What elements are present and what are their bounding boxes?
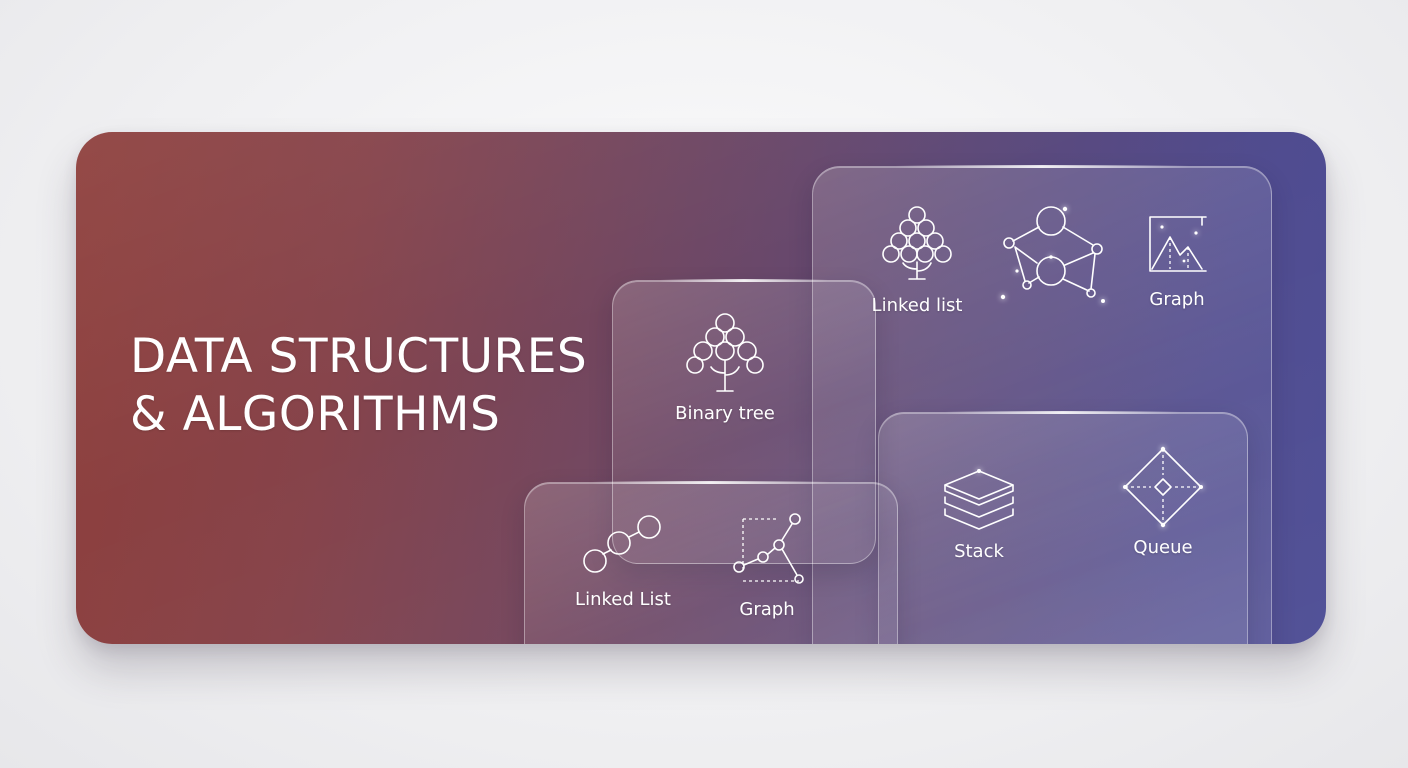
card-item-queue[interactable]: Queue — [1119, 445, 1207, 558]
title-line-2: & ALGORITHMS — [130, 387, 501, 442]
queue-diamond-icon — [1123, 446, 1203, 528]
card-item-graph-bottom[interactable]: Graph — [721, 513, 813, 620]
graph-plot-icon — [733, 513, 804, 584]
card-middle: Binary tree — [612, 279, 876, 564]
card-item-label: Linked List — [575, 589, 671, 610]
card-item-label: Binary tree — [675, 403, 775, 424]
stacked-circles-tree-icon — [882, 206, 952, 280]
title-line-1: DATA STRUCTURES — [130, 329, 588, 384]
card-item-label: Graph — [1149, 289, 1205, 310]
chart-frame-icon — [1149, 216, 1207, 272]
card-bottom-right: Stack Queue — [878, 411, 1248, 644]
stack-layers-icon — [944, 469, 1014, 530]
card-item-linked-list[interactable]: Linked List — [573, 513, 673, 610]
card-item-label: Linked list — [871, 295, 963, 316]
card-item-binary-tree[interactable]: Binary tree — [673, 311, 777, 424]
page-title: DATA STRUCTURES & ALGORITHMS — [130, 328, 587, 444]
graph-nodes-icon — [1000, 206, 1105, 303]
binary-tree-icon — [686, 313, 764, 392]
card-item-label: Queue — [1133, 537, 1193, 558]
card-item-graph-top[interactable]: Graph — [1135, 213, 1219, 310]
hero-banner: DATA STRUCTURES & ALGORITHMS Linked list — [76, 132, 1326, 644]
card-bottom-left: Linked List Graph — [524, 481, 898, 644]
linked-list-icon — [583, 515, 661, 573]
card-top-right: Linked list — [812, 165, 1272, 644]
card-item-stack[interactable]: Stack — [939, 467, 1019, 562]
card-item-label: Graph — [739, 599, 795, 620]
card-item-label: Stack — [954, 541, 1004, 562]
card-item-linked-list-top[interactable]: Linked list — [871, 205, 963, 316]
card-item-graph-nodes[interactable] — [995, 201, 1111, 305]
